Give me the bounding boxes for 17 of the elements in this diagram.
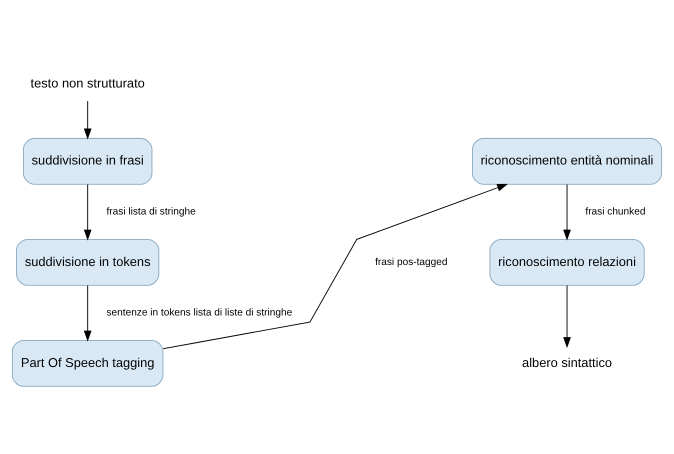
arrow bbox=[162, 184, 508, 350]
node-box: riconoscimento relazioni bbox=[489, 238, 645, 286]
arrow bbox=[563, 184, 571, 241]
arrow bbox=[84, 285, 92, 342]
edge-label: frasi pos-tagged bbox=[375, 256, 448, 268]
arrow bbox=[84, 184, 92, 241]
node-text: testo non strutturato bbox=[30, 76, 145, 91]
node-box: riconoscimento entità nominali bbox=[472, 138, 662, 185]
edge-label: frasi chunked bbox=[585, 206, 646, 218]
edge-label: frasi lista di stringhe bbox=[106, 206, 196, 218]
node-box: suddivisione in frasi bbox=[22, 138, 152, 185]
arrow bbox=[84, 100, 92, 140]
edge-label: sentenze in tokens lista di liste di stringhe bbox=[106, 307, 292, 318]
node-box: Part Of Speech tagging bbox=[12, 340, 164, 387]
node-box: suddivisione in tokens bbox=[16, 238, 160, 286]
node-text: albero sintattico bbox=[522, 354, 612, 370]
arrow bbox=[563, 285, 571, 348]
